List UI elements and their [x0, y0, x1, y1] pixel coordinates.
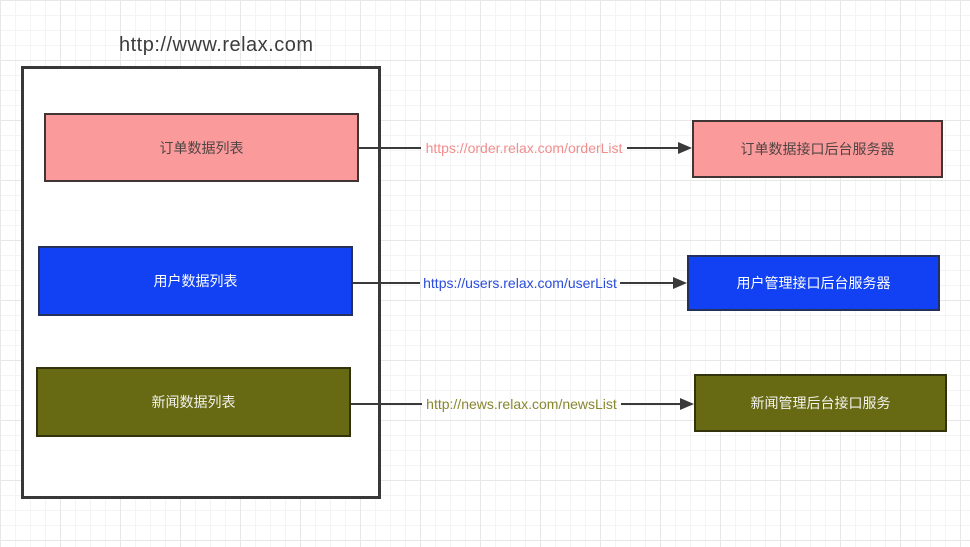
arrow-line-user-left — [353, 282, 420, 284]
arrow-line-order-right — [627, 147, 678, 149]
site-url-title: http://www.relax.com — [119, 34, 314, 56]
url-label-news: http://news.relax.com/newsList — [426, 396, 617, 412]
server-box-user: 用户管理接口后台服务器 — [687, 255, 940, 311]
server-box-order: 订单数据接口后台服务器 — [692, 120, 943, 178]
client-box-user-list: 用户数据列表 — [38, 246, 353, 316]
arrowhead-user-icon — [673, 277, 687, 289]
arrow-line-news-left — [351, 403, 422, 405]
server-box-order-label: 订单数据接口后台服务器 — [740, 141, 895, 157]
arrow-line-order-left — [359, 147, 421, 149]
client-box-user-label: 用户数据列表 — [153, 273, 238, 289]
arrowhead-order-icon — [678, 142, 692, 154]
arrow-line-user-right — [620, 282, 673, 284]
client-box-news-label: 新闻数据列表 — [151, 394, 236, 410]
server-box-user-label: 用户管理接口后台服务器 — [736, 275, 891, 291]
arrow-line-news-right — [621, 403, 680, 405]
client-box-order-list: 订单数据列表 — [44, 113, 359, 182]
client-box-news-list: 新闻数据列表 — [36, 367, 351, 437]
server-box-news: 新闻管理后台接口服务 — [694, 374, 947, 432]
server-box-news-label: 新闻管理后台接口服务 — [750, 395, 891, 411]
client-box-order-label: 订单数据列表 — [159, 139, 244, 156]
url-label-user: https://users.relax.com/userList — [423, 275, 617, 291]
url-label-order: https://order.relax.com/orderList — [425, 140, 623, 156]
arrowhead-news-icon — [680, 398, 694, 410]
